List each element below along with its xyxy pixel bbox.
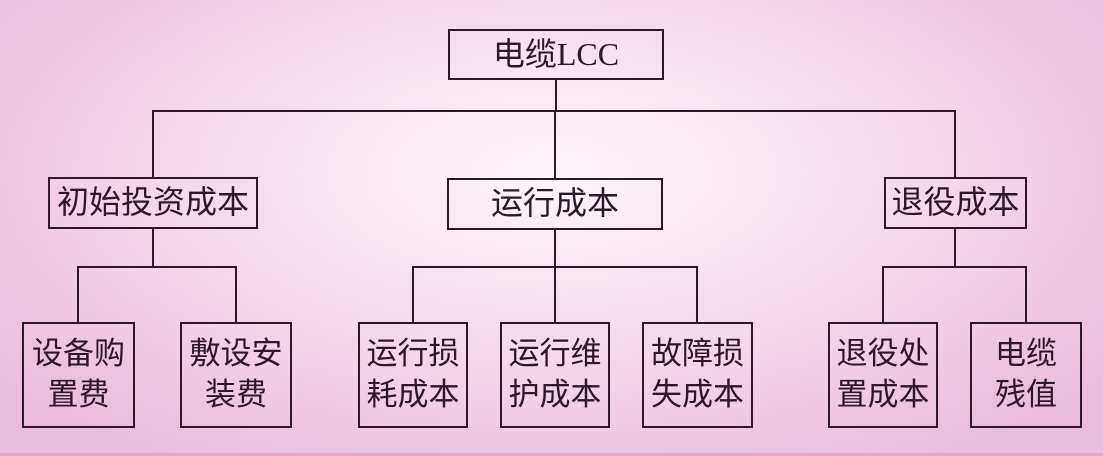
connector-drop-operation xyxy=(554,110,556,178)
connector-operation-trunk xyxy=(554,230,556,268)
node-operation-maintenance-cost: 运行维 护成本 xyxy=(500,322,610,428)
bottom-edge-band xyxy=(0,453,1103,456)
connector-drop-decommission xyxy=(954,110,956,177)
node-cable-lcc: 电缆LCC xyxy=(448,29,664,80)
connector-drop-initial xyxy=(152,110,154,177)
node-laying-installation-fee: 敷设安 装费 xyxy=(180,322,292,428)
node-initial-investment-cost: 初始投资成本 xyxy=(48,177,258,229)
connector-initial-trunk xyxy=(152,229,154,268)
connector-drop-laying xyxy=(235,266,237,322)
connector-root-trunk xyxy=(555,80,557,111)
node-equipment-purchase-fee: 设备购 置费 xyxy=(22,322,135,428)
node-operation-cost: 运行成本 xyxy=(447,178,663,230)
node-cable-residual-value: 电缆 残值 xyxy=(970,322,1082,428)
connector-decommission-hbar xyxy=(882,266,1027,268)
connector-drop-loss xyxy=(412,266,414,322)
node-decommissioning-cost: 退役成本 xyxy=(884,177,1027,229)
node-decommissioning-disposal-cost: 退役处 置成本 xyxy=(828,322,938,428)
connector-drop-equipment xyxy=(77,266,79,322)
connector-drop-disposal xyxy=(882,266,884,322)
node-operation-loss-cost: 运行损 耗成本 xyxy=(358,322,468,428)
connector-drop-maintenance xyxy=(554,266,556,322)
connector-drop-residual xyxy=(1025,266,1027,322)
connector-drop-fault xyxy=(696,266,698,322)
node-fault-loss-cost: 故障损 失成本 xyxy=(642,322,753,428)
connector-decommission-trunk xyxy=(954,229,956,268)
connector-initial-hbar xyxy=(77,266,237,268)
